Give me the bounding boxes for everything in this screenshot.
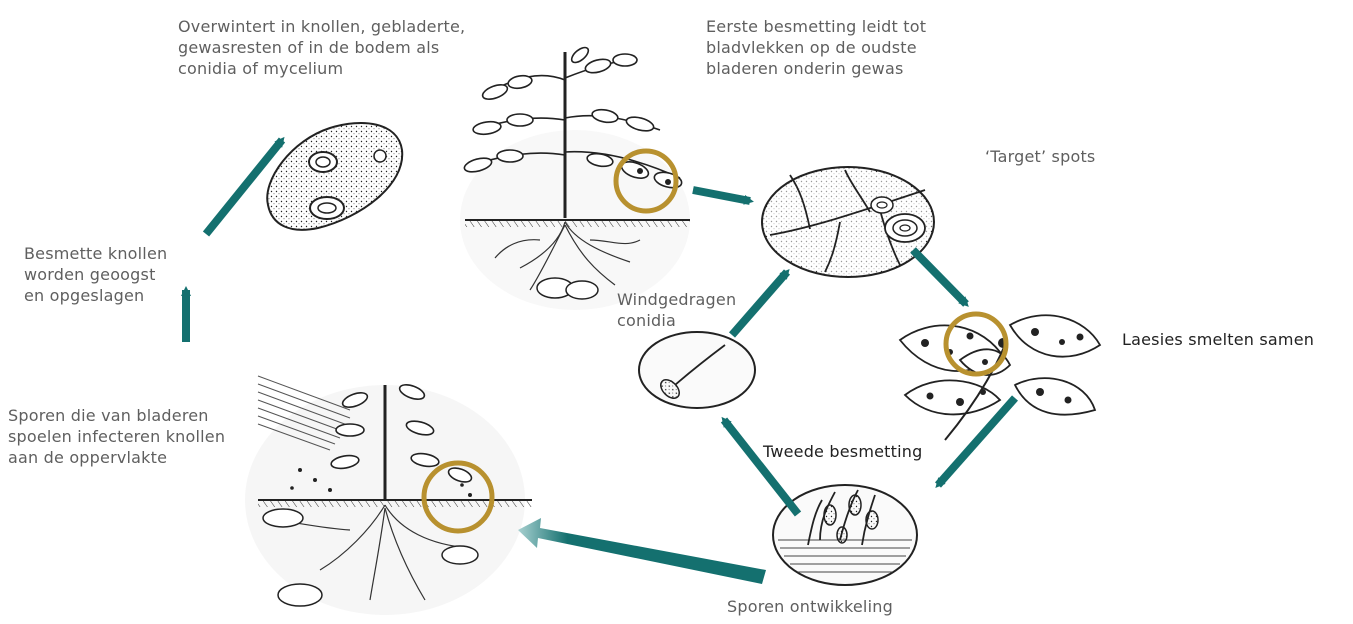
target-spots-closeup-illustration	[762, 167, 934, 277]
harvested-tubers-label: Besmette knollen worden geoogst en opges…	[24, 243, 167, 306]
rain-splash-plant-illustration	[245, 376, 532, 615]
arrow-plant-to-target-spots	[693, 190, 750, 201]
spore-development-label: Sporen ontwikkeling	[727, 596, 893, 617]
spore-development-illustration	[773, 485, 917, 585]
second-infection-label: Tweede besmetting	[763, 441, 922, 462]
first-infection-label: Eerste besmetting leidt tot bladvlekken …	[706, 16, 926, 79]
arrow-target-spots-to-lesions	[913, 250, 966, 304]
wind-conidia-label: Windgedragen conidia	[617, 289, 736, 331]
spores-wash-label: Sporen die van bladeren spoelen infecter…	[8, 405, 225, 468]
arrow-conidia-to-target-spots	[732, 272, 787, 335]
merged-lesions-leaf-illustration	[900, 315, 1100, 440]
infected-tuber-illustration	[267, 123, 402, 230]
potato-plant-illustration	[460, 45, 690, 310]
arrow-spores-to-tubers	[518, 518, 766, 584]
target-spots-label: ‘Target’ spots	[985, 146, 1095, 167]
overwintering-label: Overwintert in knollen, gebladerte, gewa…	[178, 16, 465, 79]
windborne-conidium-illustration	[639, 332, 755, 408]
arrow-spores-to-second-infection	[724, 420, 798, 514]
lesions-merge-label: Laesies smelten samen	[1122, 329, 1314, 350]
